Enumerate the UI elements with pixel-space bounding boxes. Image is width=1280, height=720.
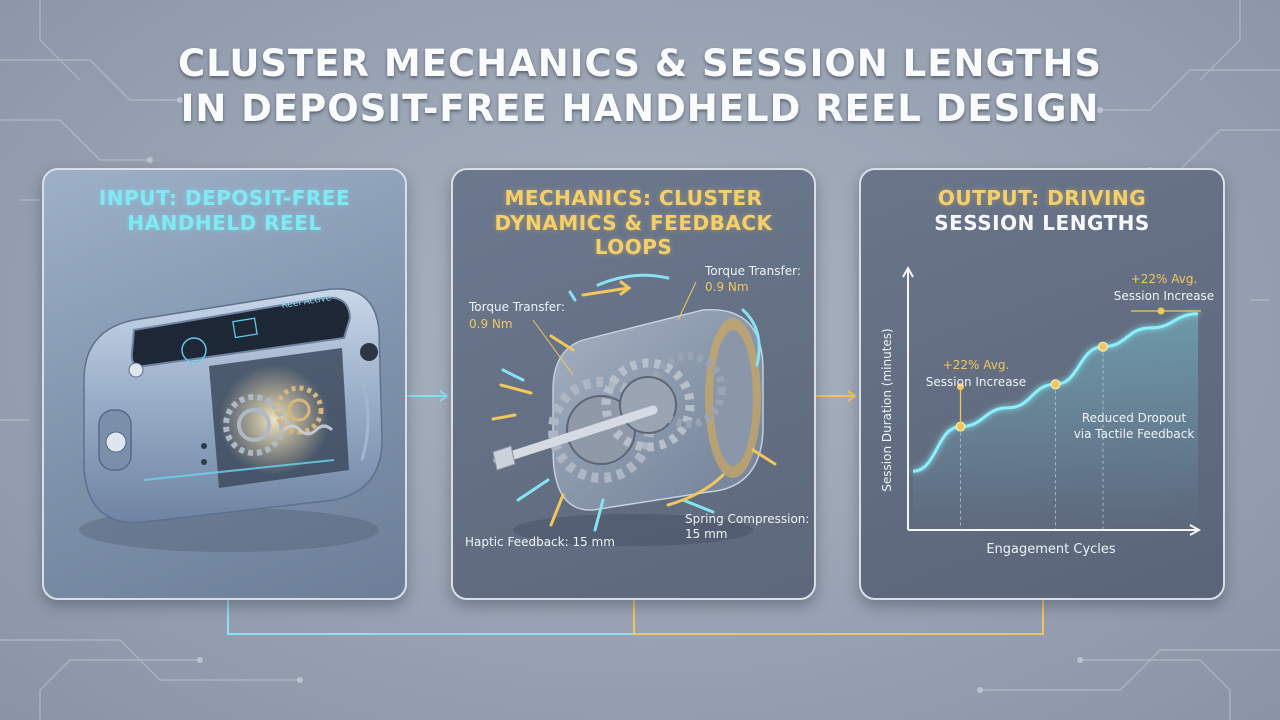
side-button-cap	[105, 431, 127, 453]
torque-top-label: Torque Transfer:	[705, 264, 801, 278]
annotation-mid-text: Session Increase	[925, 375, 1027, 389]
output-heading-line-2: Session Lengths	[934, 211, 1150, 235]
callout-marker-mid	[957, 383, 964, 391]
mechanics-heading-line-1: Mechanics: Cluster	[504, 186, 763, 210]
y-axis-label: Session Duration (minutes)	[880, 328, 894, 491]
spring-compression-label: Spring Compression:	[685, 512, 810, 526]
annotation-dropout-line-1: Reduced Dropout	[1081, 411, 1187, 425]
haptic-value: 15 mm	[572, 535, 615, 549]
cluster-gear-illustration	[491, 273, 777, 546]
annotation-top-value: +22% Avg.	[1130, 272, 1198, 286]
page-title-line-2: in Deposit-Free Handheld Reel Design	[180, 87, 1100, 130]
spring-compression-value: 15 mm	[685, 527, 728, 541]
callout-marker-top	[1157, 307, 1165, 315]
internal-gear-icon	[223, 394, 285, 456]
input-heading-line-1: Input: Deposit-Free	[98, 186, 351, 210]
torque-top-value: 0.9 Nm	[705, 280, 749, 294]
annotation-dropout-line-2: via Tactile Feedback	[1073, 427, 1195, 441]
y-axis-arrow	[902, 265, 914, 278]
output-panel: Output: Driving Session Lengths Engageme…	[859, 168, 1225, 600]
torque-left-label: Torque Transfer:	[469, 300, 565, 314]
x-axis-label: Engagement Cycles	[986, 542, 1116, 557]
torque-left-value: 0.9 Nm	[469, 317, 513, 331]
data-point-2	[1098, 341, 1108, 352]
mechanics-heading-line-2: Dynamics & Feedback Loops	[494, 211, 773, 259]
haptic-feedback-label: Haptic Feedback: 15 mm	[465, 535, 615, 549]
session-length-chart: Engagement Cycles Session Duration (minu…	[880, 265, 1202, 557]
input-heading-line-2: Handheld Reel	[127, 211, 322, 235]
mechanics-panel: Mechanics: Cluster Dynamics & Feedback L…	[451, 168, 816, 600]
handheld-reel-device-illustration: Reel Active	[79, 288, 383, 552]
output-heading-line-1: Output: Driving	[861, 186, 1223, 210]
output-heading-line-1-text: Output: Driving	[937, 186, 1147, 210]
motion-arrows	[491, 273, 777, 532]
device-screen	[130, 296, 352, 368]
haptic-name: Haptic Feedback:	[465, 535, 569, 549]
annotation-mid-value: +22% Avg.	[942, 358, 1010, 372]
annotation-top-text: Session Increase	[1113, 289, 1215, 303]
input-panel: Input: Deposit-Free Handheld Reel Reel A…	[42, 168, 407, 600]
page-title-line-1: Cluster Mechanics & Session Lengths	[177, 42, 1103, 85]
data-point-1	[1050, 379, 1061, 390]
chart-marks	[912, 307, 1201, 530]
